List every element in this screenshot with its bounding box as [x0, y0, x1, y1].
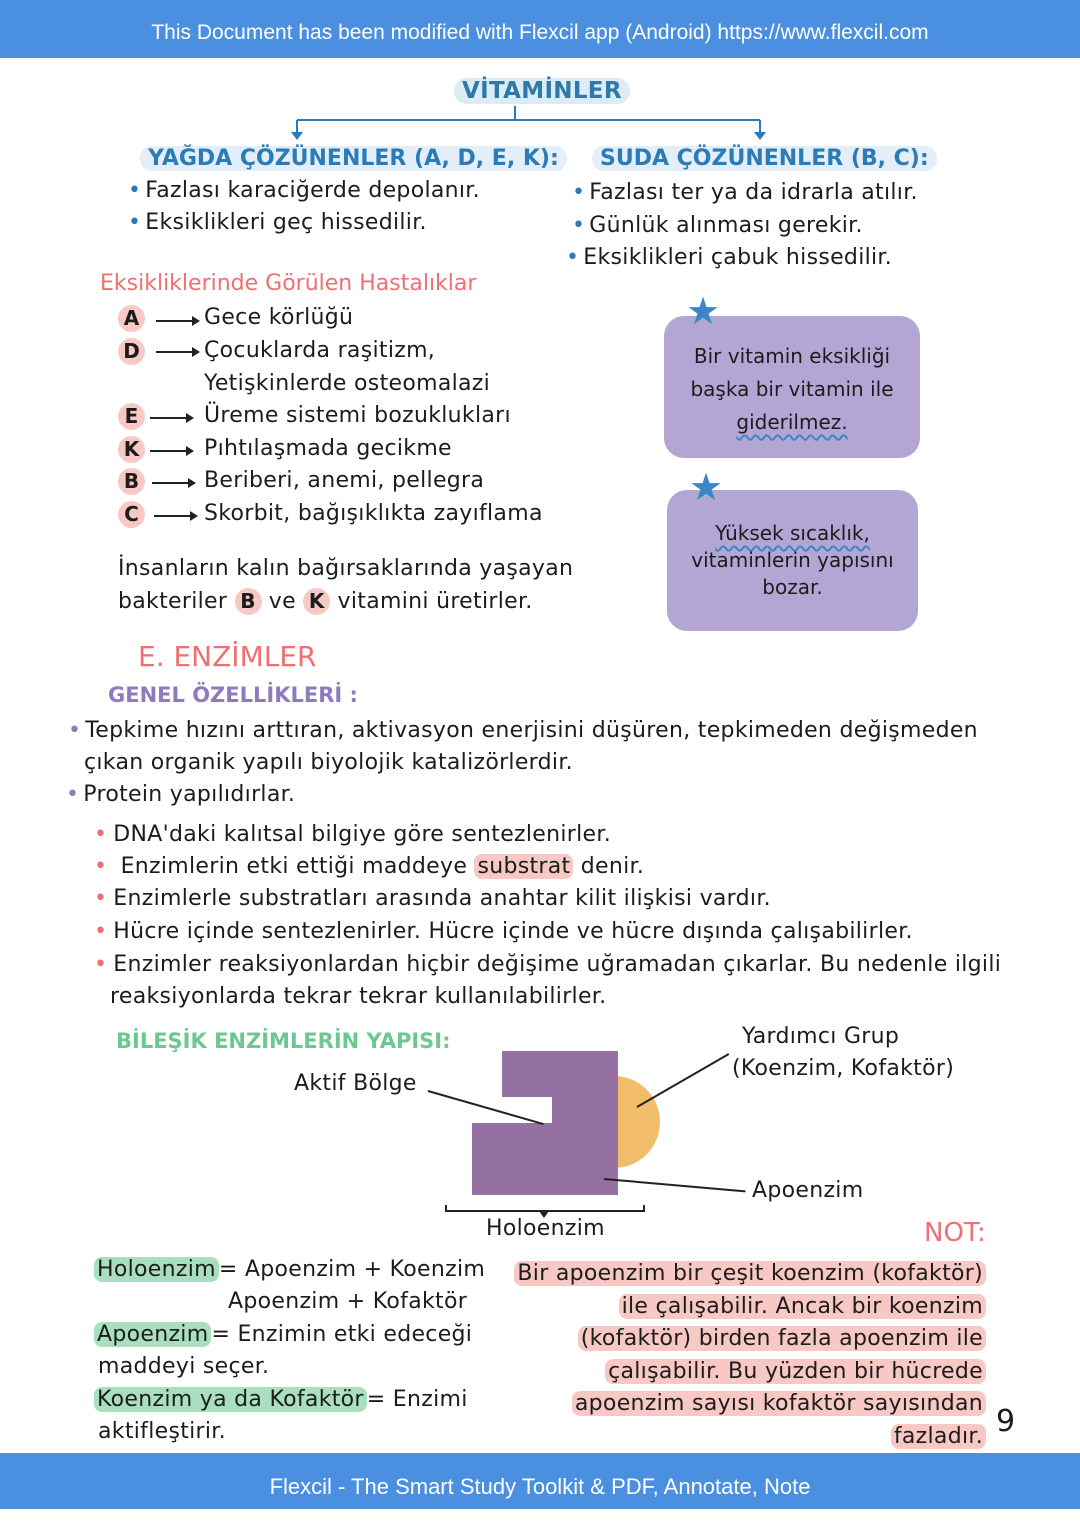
definition-apoenzyme: Apoenzim= Enzimin etki edeceği — [94, 1322, 472, 1347]
compound-enzyme-heading: BİLEŞİK ENZİMLERİN YAPISI: — [116, 1029, 451, 1053]
label-helper-group-detail: (Koenzim, Kofaktör) — [732, 1056, 955, 1081]
disease-text-d-adult: Yetişkinlerde osteomalazi — [204, 371, 491, 396]
definition-apoenzyme-2: maddeyi seçer. — [98, 1354, 270, 1379]
label-helper-group: Yardımcı Grup — [742, 1024, 900, 1049]
enzyme-prop-2: Protein yapılıdırlar. — [66, 782, 295, 807]
disease-text-a: Gece körlüğü — [204, 305, 354, 330]
disease-letter-e: E — [118, 403, 145, 430]
arrow-icon — [156, 316, 200, 326]
note-text: Bir apoenzim bir çeşit koenzim (kofaktör… — [514, 1258, 986, 1454]
disease-text-k: Pıhtılaşmada gecikme — [204, 436, 452, 461]
disease-letter-b: B — [118, 468, 145, 495]
label-apoenzyme: Apoenzim — [752, 1178, 864, 1203]
enzyme-sub-4: Hücre içinde sentezlenirler. Hücre içind… — [94, 919, 913, 944]
apoenzyme-shape — [472, 1051, 618, 1195]
note-card-deficiency: Bir vitamin eksikliği başka bir vitamin … — [664, 316, 920, 458]
water-soluble-item-1: Fazlası ter ya da idrarla atılır. — [572, 180, 918, 205]
bottom-banner: Flexcil - The Smart Study Toolkit & PDF,… — [0, 1453, 1080, 1509]
holoenzyme-diagram — [445, 1051, 660, 1218]
enzyme-prop-1-line-1: Tepkime hızını arttıran, aktivasyon ener… — [68, 718, 978, 743]
definition-coenzyme-2: aktifleştirir. — [98, 1419, 226, 1444]
disease-text-d: Çocuklarda raşitizm, — [204, 338, 436, 363]
definition-coenzyme: Koenzim ya da Kofaktör= Enzimi — [94, 1387, 468, 1412]
label-holoenzyme: Holoenzim — [486, 1216, 605, 1241]
enzyme-sub-1: DNA'daki kalıtsal bilgiye göre sentezlen… — [94, 822, 611, 847]
enzyme-sub-5-line-2: reaksiyonlarda tekrar tekrar kullanılabi… — [110, 984, 607, 1009]
arrow-icon — [150, 413, 194, 423]
label-active-site: Aktif Bölge — [294, 1071, 417, 1096]
page-number: 9 — [996, 1404, 1016, 1439]
disease-letter-d: D — [118, 338, 145, 365]
enzymes-title: E. ENZİMLER — [138, 640, 317, 673]
definition-holoenzyme: Holoenzim= Apoenzim + Koenzim — [94, 1257, 485, 1282]
top-banner: This Document has been modified with Fle… — [0, 0, 1080, 58]
water-soluble-item-3: Eksiklikleri çabuk hissedilir. — [566, 245, 892, 270]
fat-soluble-item-1: Fazlası karaciğerde depolanır. — [128, 178, 480, 203]
diseases-heading: Eksikliklerinde Görülen Hastalıklar — [100, 271, 477, 296]
star-icon: ★ — [689, 465, 724, 509]
arrow-icon — [156, 347, 200, 357]
star-icon: ★ — [686, 289, 721, 333]
disease-text-b: Beriberi, anemi, pellegra — [204, 468, 485, 493]
bacteria-line-1: İnsanların kalın bağırsaklarında yaşayan — [118, 556, 574, 581]
enzyme-prop-1-line-2: çıkan organik yapılı biyolojik katalizör… — [84, 750, 573, 775]
bacteria-line-2: bakteriler B ve K vitamini üretirler. — [118, 588, 533, 615]
fat-soluble-heading: YAĞDA ÇÖZÜNENLER (A, D, E, K): — [140, 146, 567, 171]
arrow-icon — [152, 478, 196, 488]
disease-letter-c: C — [118, 501, 145, 528]
enzyme-sub-2: Enzimlerin etki ettiği maddeye substrat … — [94, 854, 644, 879]
general-properties-heading: GENEL ÖZELLİKLERİ : — [108, 683, 358, 707]
fat-soluble-item-2: Eksiklikleri geç hissedilir. — [128, 210, 427, 235]
disease-letter-k: K — [118, 436, 145, 463]
disease-text-c: Skorbit, bağışıklıkta zayıflama — [204, 501, 543, 526]
water-soluble-heading: SUDA ÇÖZÜNENLER (B, C): — [592, 146, 937, 171]
tree-connector — [291, 106, 766, 140]
disease-letter-a: A — [118, 305, 145, 332]
disease-text-e: Üreme sistemi bozuklukları — [204, 403, 511, 428]
note-heading: NOT: — [924, 1218, 986, 1248]
enzyme-sub-3: Enzimlerle substratları arasında anahtar… — [94, 886, 771, 911]
note-card-temperature: Yüksek sıcaklık, vitaminlerin yapısını b… — [667, 490, 918, 631]
enzyme-sub-5-line-1: Enzimler reaksiyonlardan hiçbir değişime… — [94, 952, 1001, 977]
definition-holoenzyme-2: Apoenzim + Kofaktör — [228, 1289, 468, 1314]
arrow-icon — [154, 511, 198, 521]
arrow-icon — [150, 446, 194, 456]
vitamins-title: VİTAMİNLER — [454, 78, 630, 104]
water-soluble-item-2: Günlük alınması gerekir. — [572, 213, 863, 238]
